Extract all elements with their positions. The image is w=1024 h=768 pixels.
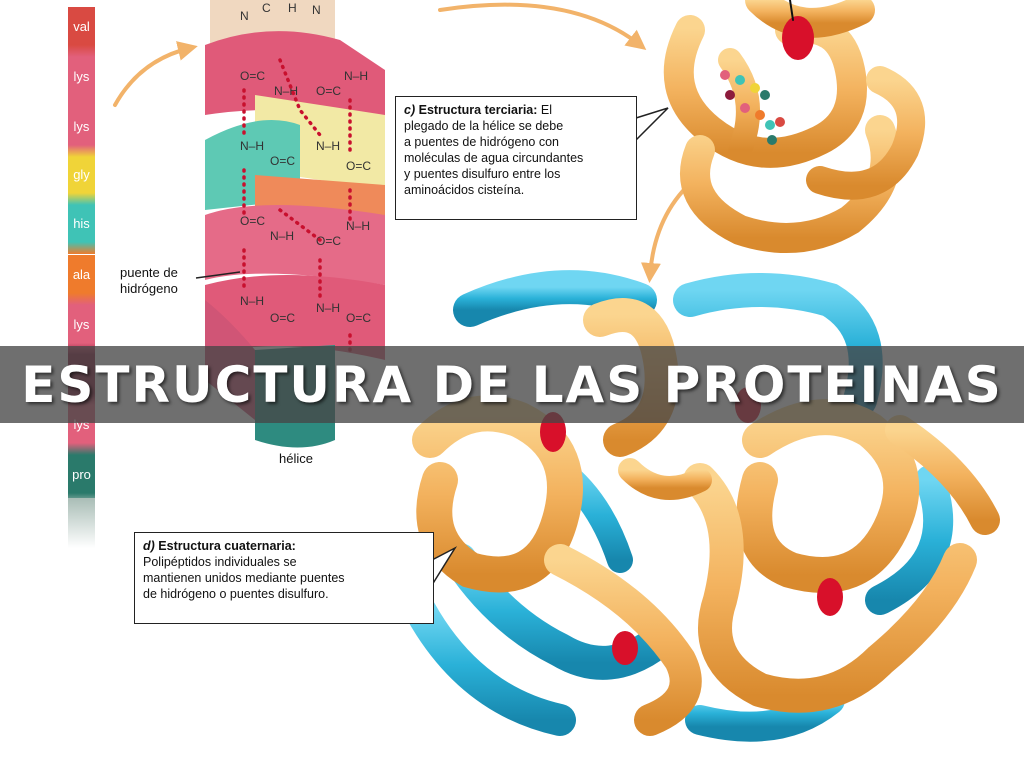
- amino-acid-lys: lys: [68, 305, 95, 343]
- tertiary-pointer: [635, 107, 669, 141]
- helix-caption: hélice: [279, 451, 313, 466]
- svg-text:N–H: N–H: [344, 69, 368, 83]
- amino-acid-his: his: [68, 204, 95, 242]
- sequence-connector: [68, 45, 95, 57]
- disulfide-bond: [817, 578, 843, 616]
- amino-beads: [720, 70, 785, 145]
- tertiary-line: a puentes de hidrógeno con: [404, 135, 559, 149]
- svg-text:H: H: [288, 1, 297, 15]
- svg-text:N–H: N–H: [316, 301, 340, 315]
- arrow-primary-to-helix: [113, 41, 198, 107]
- amino-acid-gly: gly: [68, 155, 95, 193]
- sequence-connector: [68, 95, 95, 107]
- tertiary-callout: c) Estructura terciaria: El plegado de l…: [395, 96, 637, 220]
- amino-acid-val: val: [68, 7, 95, 45]
- amino-acid-lys: lys: [68, 57, 95, 95]
- svg-text:N–H: N–H: [240, 294, 264, 308]
- svg-text:O=C: O=C: [270, 154, 295, 168]
- sequence-connector: [68, 293, 95, 305]
- svg-text:N–H: N–H: [270, 229, 294, 243]
- pointer-line: [789, 0, 794, 21]
- svg-text:O=C: O=C: [346, 159, 371, 173]
- amino-acid-ala: ala: [68, 255, 95, 293]
- svg-text:O=C: O=C: [316, 234, 341, 248]
- quaternary-line: mantienen unidos mediante puentes: [143, 571, 345, 585]
- svg-text:N: N: [312, 3, 321, 17]
- svg-text:C: C: [262, 1, 271, 15]
- quaternary-line: de hidrógeno o puentes disulfuro.: [143, 587, 329, 601]
- quaternary-line: Polipéptidos individuales se: [143, 555, 297, 569]
- tertiary-line: El: [540, 103, 553, 117]
- page-title: ESTRUCTURA DE LAS PROTEINAS: [21, 355, 1003, 414]
- quaternary-callout: d) Estructura cuaternaria: Polipéptidos …: [134, 532, 434, 624]
- quaternary-letter: d): [143, 539, 155, 553]
- sequence-fade: [68, 498, 95, 548]
- sequence-connector: [68, 242, 95, 254]
- svg-text:O=C: O=C: [316, 84, 341, 98]
- quaternary-pointer: [431, 546, 458, 586]
- svg-text:O=C: O=C: [270, 311, 295, 325]
- helix-ribbon-segment: [205, 31, 385, 130]
- hydrogen-bond-label: puente de hidrógeno: [120, 265, 178, 296]
- tertiary-title: Estructura terciaria:: [418, 103, 538, 117]
- title-banner: ESTRUCTURA DE LAS PROTEINAS: [0, 346, 1024, 423]
- amino-acid-pro: pro: [68, 455, 95, 493]
- hydrogen-bond-pointer: [195, 271, 241, 279]
- sequence-connector: [68, 145, 95, 157]
- sequence-connector: [68, 443, 95, 455]
- svg-text:N–H: N–H: [316, 139, 340, 153]
- tertiary-line: moléculas de agua circundantes: [404, 151, 584, 165]
- tertiary-protein: [663, 0, 926, 253]
- hydrogen-bond-lines: [242, 58, 352, 352]
- svg-text:N–H: N–H: [274, 84, 298, 98]
- svg-text:O=C: O=C: [346, 311, 371, 325]
- tertiary-line: y puentes disulfuro entre los: [404, 167, 561, 181]
- svg-text:O=C: O=C: [240, 69, 265, 83]
- sequence-connector: [68, 193, 95, 205]
- svg-text:N: N: [240, 9, 249, 23]
- tertiary-line: plegado de la hélice se debe: [404, 119, 564, 133]
- helix-ribbon-segment: [205, 205, 385, 285]
- helix-ribbon-segment: [205, 275, 385, 360]
- svg-text:N–H: N–H: [240, 139, 264, 153]
- disulfide-bond: [612, 631, 638, 665]
- disulfide-bond: [782, 16, 814, 60]
- arrow-helix-to-tertiary: [438, 2, 647, 50]
- svg-text:N–H: N–H: [346, 219, 370, 233]
- tertiary-letter: c): [404, 103, 416, 117]
- quaternary-title: Estructura cuaternaria:: [158, 539, 296, 553]
- amino-acid-lys: lys: [68, 107, 95, 145]
- svg-text:O=C: O=C: [240, 214, 265, 228]
- tertiary-line: aminoácidos cisteína.: [404, 183, 525, 197]
- callout-pointers: [431, 107, 669, 586]
